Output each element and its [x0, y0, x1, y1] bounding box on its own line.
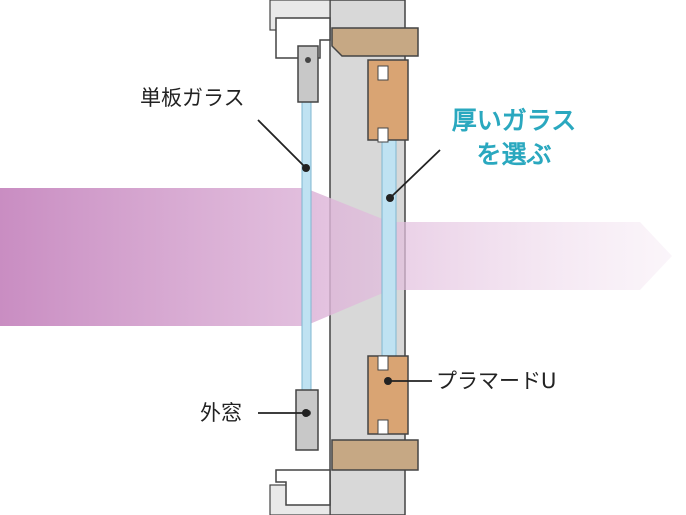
thick-glass-label-line2: を選ぶ [476, 140, 552, 169]
outer-sash-bottom [275, 389, 331, 506]
thick-glass-label: 厚いガラス を選ぶ [434, 104, 594, 172]
leader-dot-outer-window [302, 409, 310, 417]
leader-dot-inner-window [384, 377, 392, 385]
inner-frame-bottom [331, 355, 419, 471]
leader-single-glass [257, 119, 307, 169]
outer-window-label: 外窓 [200, 401, 242, 425]
thick-glass-pane [381, 137, 397, 363]
leader-dot-single-glass [302, 164, 310, 172]
inner-frame-top [331, 27, 419, 143]
sound-wave-arrow [0, 188, 672, 326]
thick-glass-label-line1: 厚いガラス [451, 106, 577, 135]
leader-dot-thick-glass [386, 194, 394, 202]
leader-thick-glass [389, 149, 441, 199]
single-glass-label: 単板ガラス [140, 86, 245, 110]
single-glass-pane [301, 95, 312, 395]
outer-sash-top [275, 17, 331, 103]
inner-window-label: プラマードU [436, 369, 557, 393]
